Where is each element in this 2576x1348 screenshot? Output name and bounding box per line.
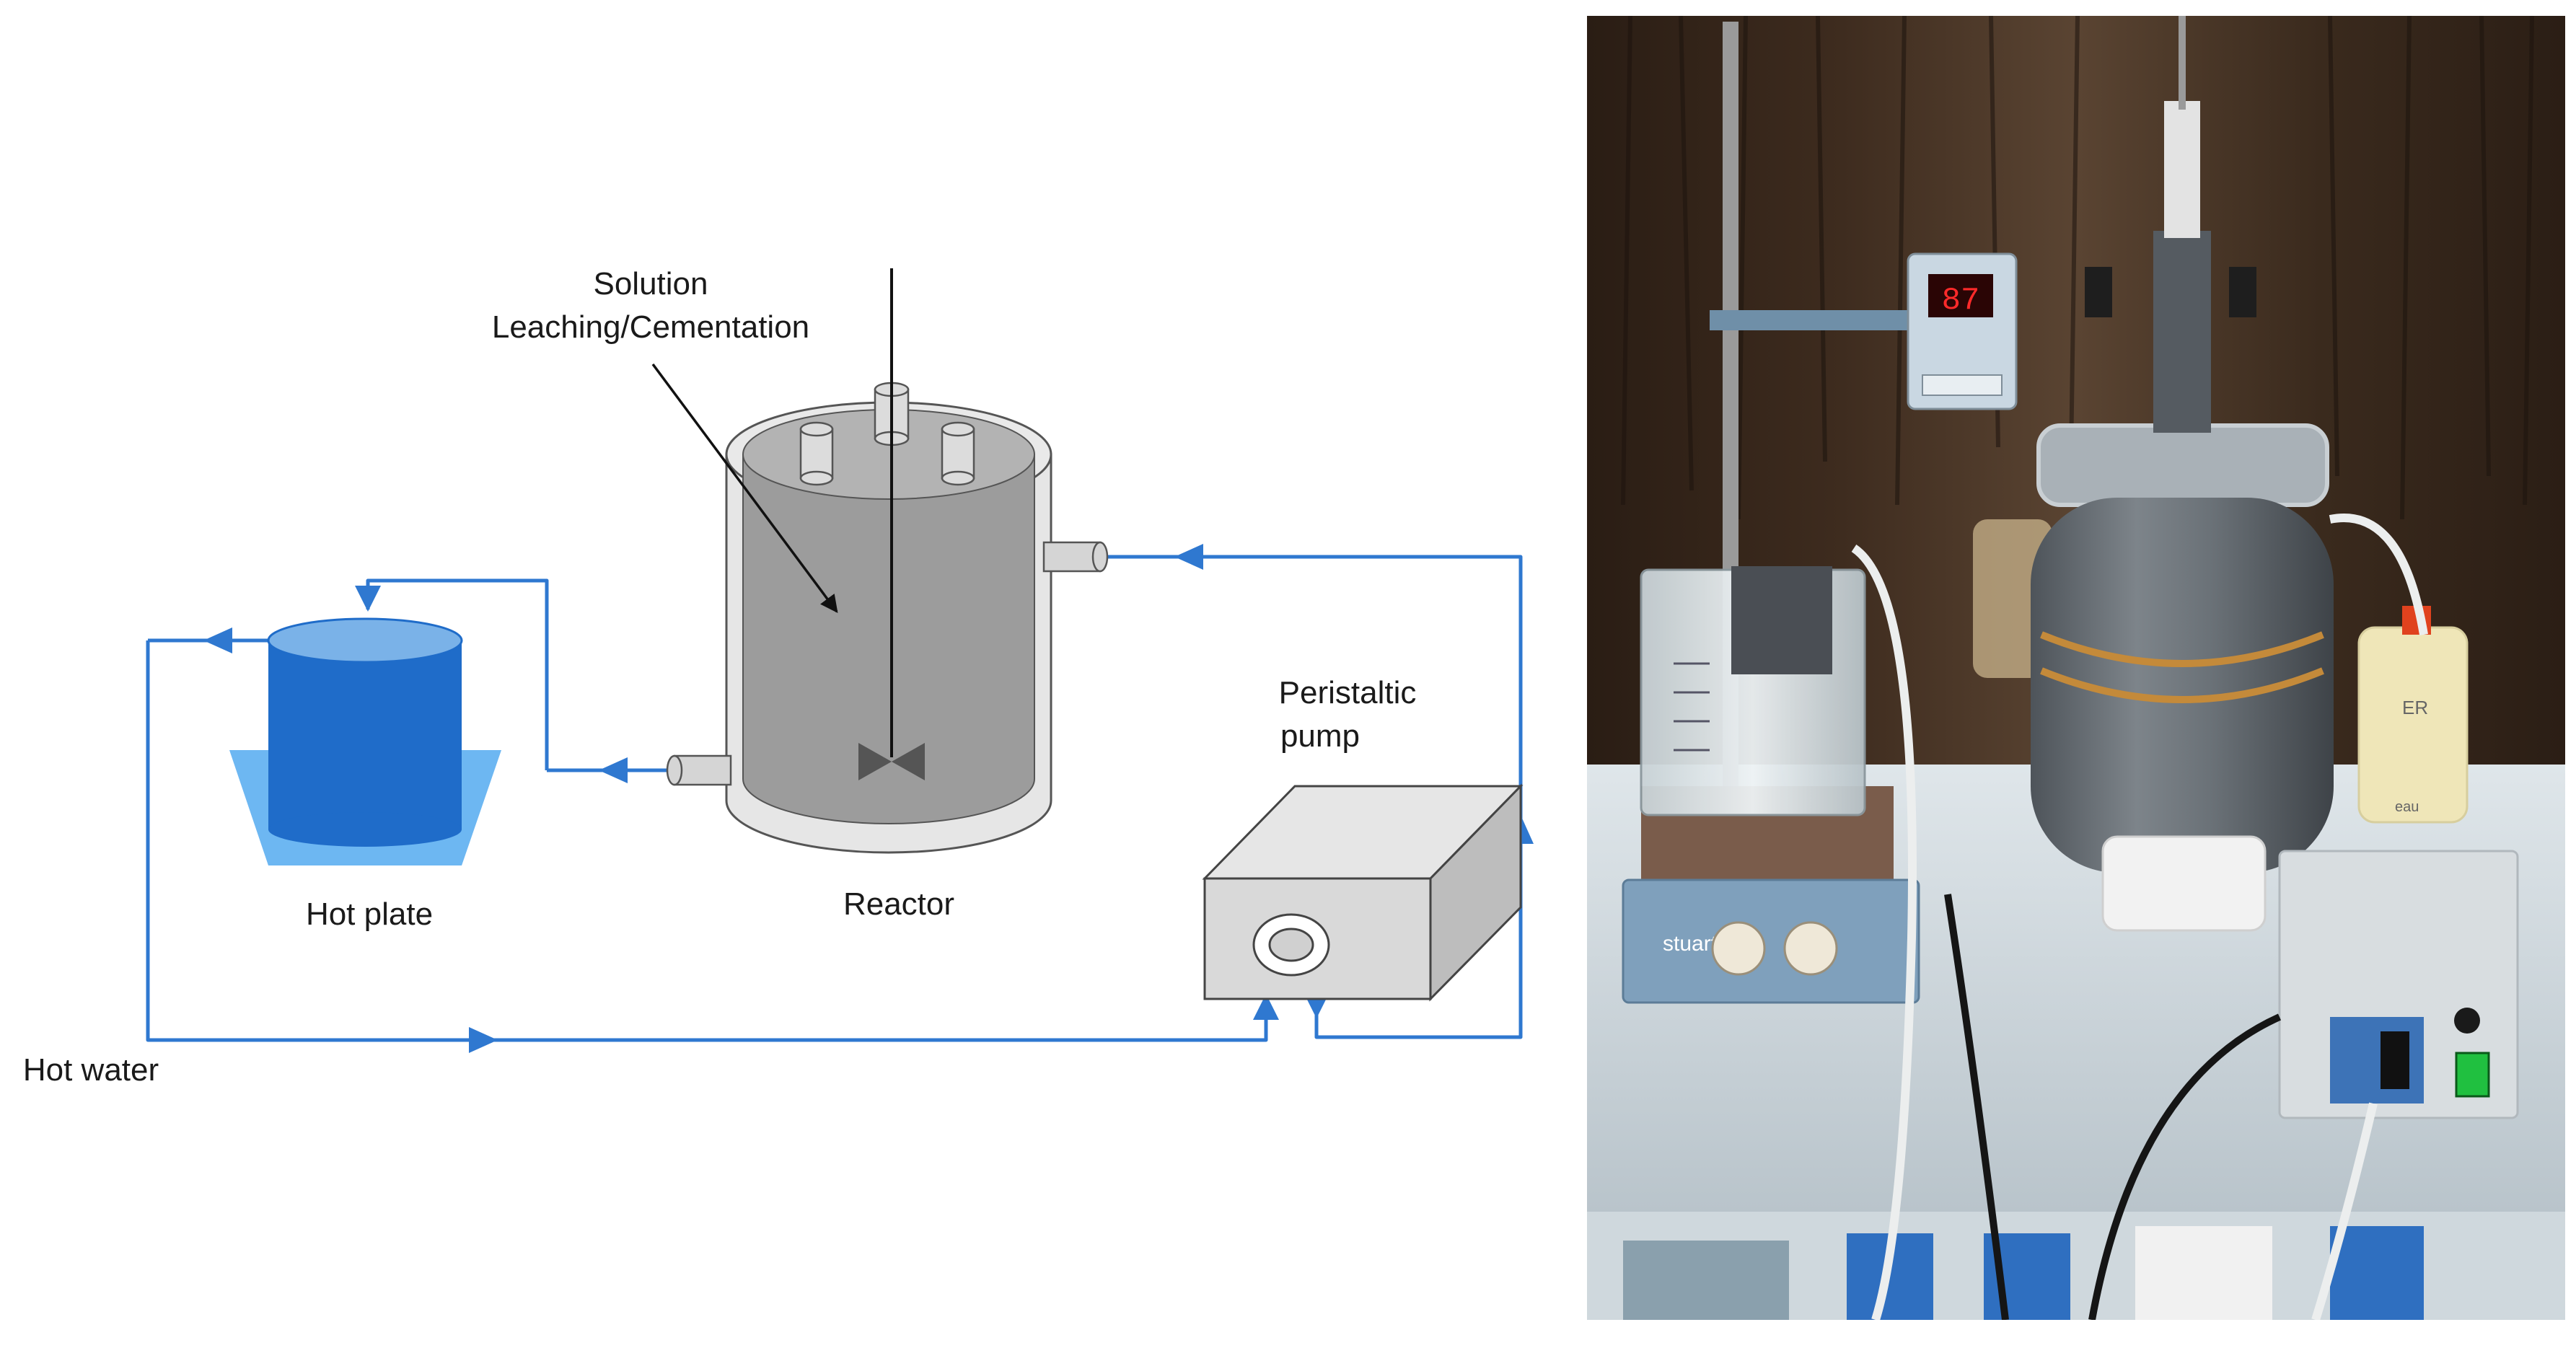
hot-plate-container-bottom [268, 812, 462, 847]
reactor-vessel [742, 454, 1035, 824]
arrow-left-top-right [1174, 544, 1203, 570]
lab-photo: 87 stuart [1587, 16, 2565, 1320]
stirrer-impeller-2 [892, 743, 925, 780]
arrow-left-mid [599, 757, 628, 783]
label-peristaltic: Peristaltic [1279, 675, 1417, 710]
diagram-labels: Solution Leaching/Cementation Hot plate … [23, 266, 1417, 1088]
socket-5 [2330, 1226, 2424, 1320]
peristaltic-pump [1202, 783, 1524, 1002]
photo-peristaltic-pump [2278, 850, 2519, 1119]
reactor-connectors [666, 541, 1109, 786]
label-reactor: Reactor [843, 886, 954, 922]
solution-pointer [651, 363, 838, 613]
socket-1 [1623, 1241, 1789, 1320]
label-hot-plate: Hot plate [306, 897, 433, 932]
arrow-right-bottom [469, 1027, 498, 1053]
tubing [1851, 514, 2428, 1320]
stirrer-impeller [858, 743, 892, 780]
stirrer-brand: stuart [1663, 932, 1718, 956]
hot-plate-container-top [267, 617, 463, 664]
temperature-controller: 87 [1907, 252, 2018, 410]
arrow-up-pump-in [1253, 994, 1279, 1020]
power-cables [1944, 894, 2282, 1320]
glass-reactor [2031, 16, 2334, 932]
reactor [651, 268, 1109, 854]
label-solution: Solution [593, 266, 708, 301]
pump-head-inner [1268, 928, 1314, 962]
wash-bottle: ER eau [2357, 606, 2469, 824]
clamp-arm [1710, 310, 1912, 330]
controller-display [1928, 274, 1993, 317]
arrow-down-hotplate [355, 586, 381, 612]
label-hot-water: Hot water [23, 1052, 159, 1088]
stirrer-hotplate: stuart [1622, 786, 1920, 1004]
wash-bottle-label: ER [2402, 697, 2428, 718]
label-pump: pump [1280, 718, 1360, 754]
beaker [1640, 566, 1866, 816]
label-leaching-cementation: Leaching/Cementation [492, 309, 809, 345]
controller-display-value: 87 [1942, 283, 1980, 319]
schematic: Solution Leaching/Cementation Hot plate … [23, 266, 1534, 1088]
socket-4 [2135, 1226, 2272, 1320]
line-pump-to-reactor [1102, 555, 1523, 1039]
hot-plate-container-body [268, 640, 462, 829]
arrow-left-top [203, 627, 232, 653]
wash-bottle-text: eau [2395, 799, 2419, 815]
hot-plate [229, 617, 501, 865]
